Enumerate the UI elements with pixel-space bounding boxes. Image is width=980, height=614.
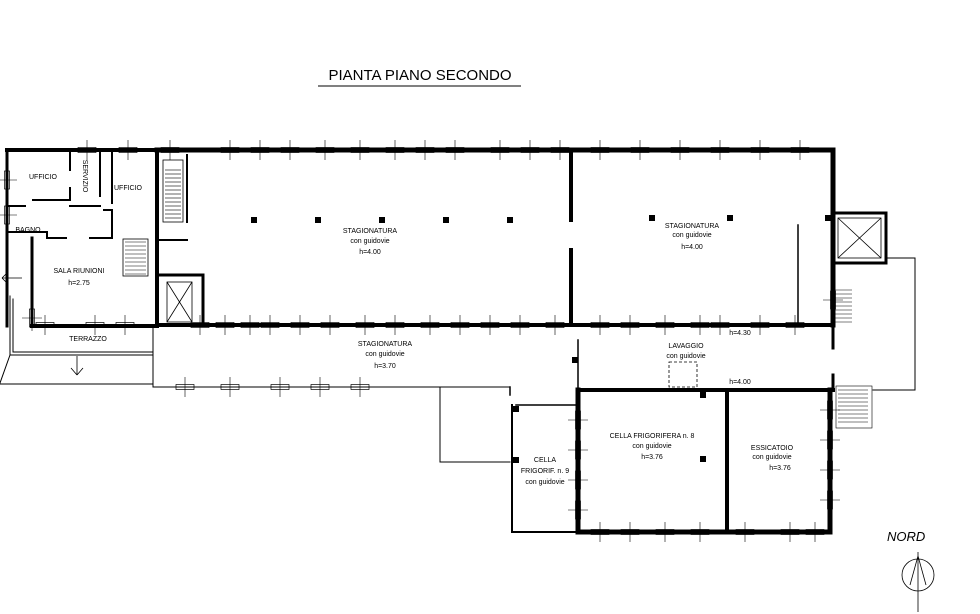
pillar [649, 215, 655, 221]
room-essicatoio: ESSICATOIO [751, 445, 794, 452]
room-stagionatura-2: STAGIONATURA [665, 223, 720, 230]
room-servizio: SERVIZIO [81, 160, 88, 193]
pillar [507, 217, 513, 223]
elevator-shaft-right [837, 217, 882, 259]
room-cella-8: CELLA FRIGORIFERA n. 8 [610, 433, 695, 440]
pillar [572, 357, 578, 363]
stair-outline [835, 385, 873, 429]
room-stagionatura-3: STAGIONATURA [358, 341, 413, 348]
room-cella-9: CELLA [534, 457, 557, 464]
north-label: NORD [887, 529, 925, 544]
room-height: h=4.00 [729, 379, 751, 386]
room-height: h=4.00 [359, 249, 381, 256]
north-arrow-icon [901, 552, 935, 612]
room-height: h=3.76 [769, 465, 791, 472]
pillar [443, 217, 449, 223]
room-terrazzo: TERRAZZO [69, 336, 107, 343]
room-height: h=4.30 [729, 330, 751, 337]
windows [0, 140, 843, 542]
arrow-left-icon [1, 271, 22, 285]
pillar [513, 406, 519, 412]
arrow-down-icon [70, 356, 84, 376]
room-note: con guidovie [365, 351, 404, 358]
room-cella-9-number: FRIGORIF. n. 9 [521, 468, 569, 475]
room-lavaggio: LAVAGGIO [668, 343, 704, 350]
pillars [251, 215, 831, 463]
room-note: con guidovie [752, 454, 791, 461]
room-stagionatura-1: STAGIONATURA [343, 228, 398, 235]
pillar [379, 217, 385, 223]
room-note: con guidovie [666, 353, 705, 360]
room-height: h=4.00 [681, 244, 703, 251]
room-bagno: BAGNO [15, 227, 41, 234]
walls [0, 147, 916, 535]
room-ufficio-1: UFFICIO [29, 174, 58, 181]
room-labels: UFFICIO SERVIZIO UFFICIO BAGNO SALA RIUN… [15, 160, 793, 486]
room-note: con guidovie [632, 443, 671, 450]
pillar [315, 217, 321, 223]
room-note: con guidovie [525, 479, 564, 486]
room-ufficio-2: UFFICIO [114, 185, 143, 192]
stairs [125, 169, 873, 429]
elevator-shaft-left [166, 281, 193, 323]
pillar [251, 217, 257, 223]
pillar [513, 457, 519, 463]
plan-title: PIANTA PIANO SECONDO [328, 67, 511, 84]
lavaggio-hood [668, 361, 698, 388]
pillar [700, 392, 706, 398]
room-height: h=3.70 [374, 363, 396, 370]
room-sala-riunioni-height: h=2.75 [68, 280, 90, 287]
pillar [700, 456, 706, 462]
room-note: con guidovie [672, 232, 711, 239]
stair-left [122, 159, 184, 277]
room-sala-riunioni: SALA RIUNIONI [54, 268, 105, 275]
pillar [825, 215, 831, 221]
room-height: h=3.76 [641, 454, 663, 461]
room-note: con guidovie [350, 238, 389, 245]
pillar [727, 215, 733, 221]
